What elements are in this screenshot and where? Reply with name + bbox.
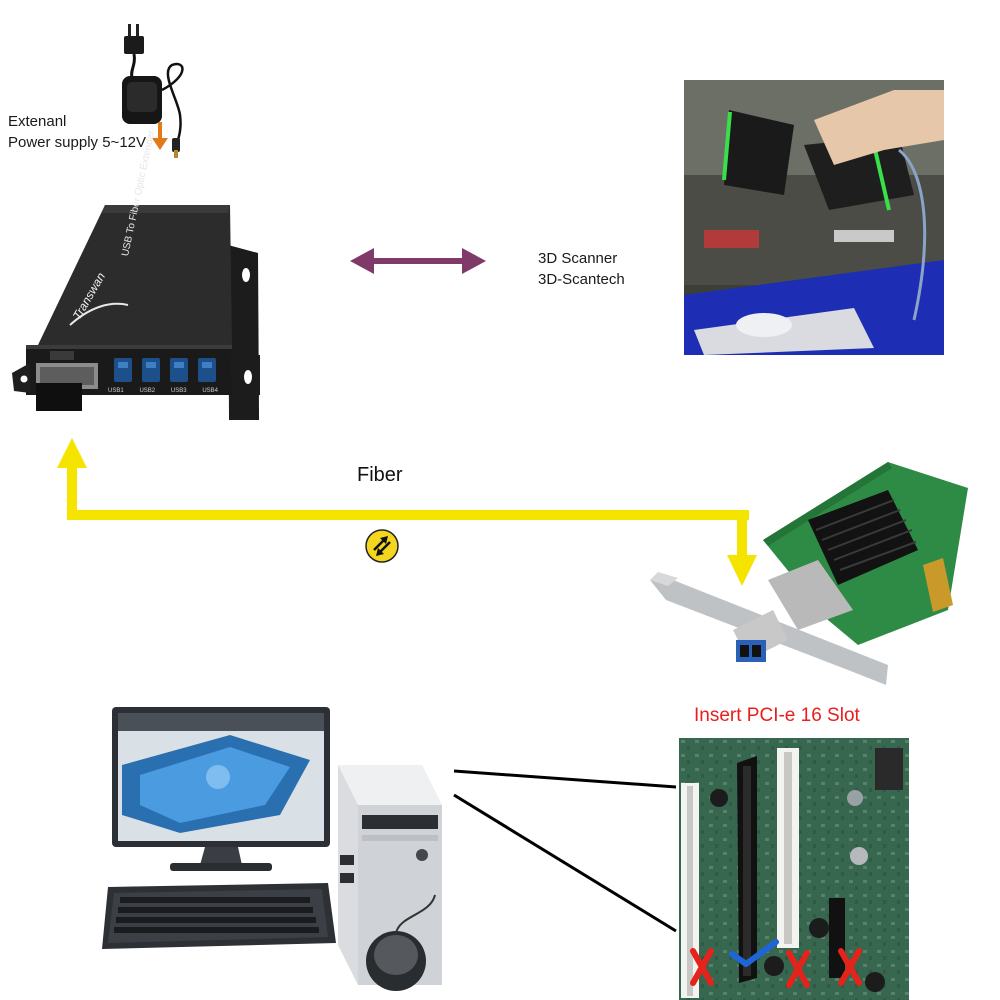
usb-port-label: USB1 [108, 388, 124, 394]
usb-port-label: USB4 [202, 388, 218, 394]
scanner-label-line2: 3D-Scantech [538, 271, 625, 288]
bidirectional-arrows-icon [365, 529, 399, 563]
red-x-icon [838, 948, 862, 986]
usb-port-label: USB2 [139, 388, 156, 394]
usb-port-label: USB3 [170, 388, 187, 394]
blue-check-icon [729, 939, 779, 967]
power-adapter-image [122, 24, 184, 158]
fiber-label: Fiber [357, 464, 403, 486]
power-supply-label-line1: Extenanl [8, 113, 67, 130]
extender-mount-base [12, 355, 260, 399]
3d-scanner-photo [684, 80, 944, 355]
computer-workstation [102, 707, 442, 991]
connection-lines [453, 769, 677, 933]
pcie-slot-instruction: Insert PCI-e 16 Slot [694, 705, 860, 726]
extender-port-labels: USB1 USB2 USB3 USB4 [108, 388, 218, 394]
motherboard-photo [679, 738, 909, 1000]
power-down-arrow-icon [152, 122, 168, 150]
red-x-icon [690, 948, 714, 986]
scanner-label-line1: 3D Scanner [538, 250, 618, 267]
power-supply-label-line2: Power supply 5~12V [8, 134, 147, 151]
red-x-icon [786, 950, 810, 988]
pcie-fiber-network-card [650, 462, 968, 685]
fiber-connection-line [57, 438, 757, 586]
bidirectional-link-arrow [350, 248, 486, 274]
